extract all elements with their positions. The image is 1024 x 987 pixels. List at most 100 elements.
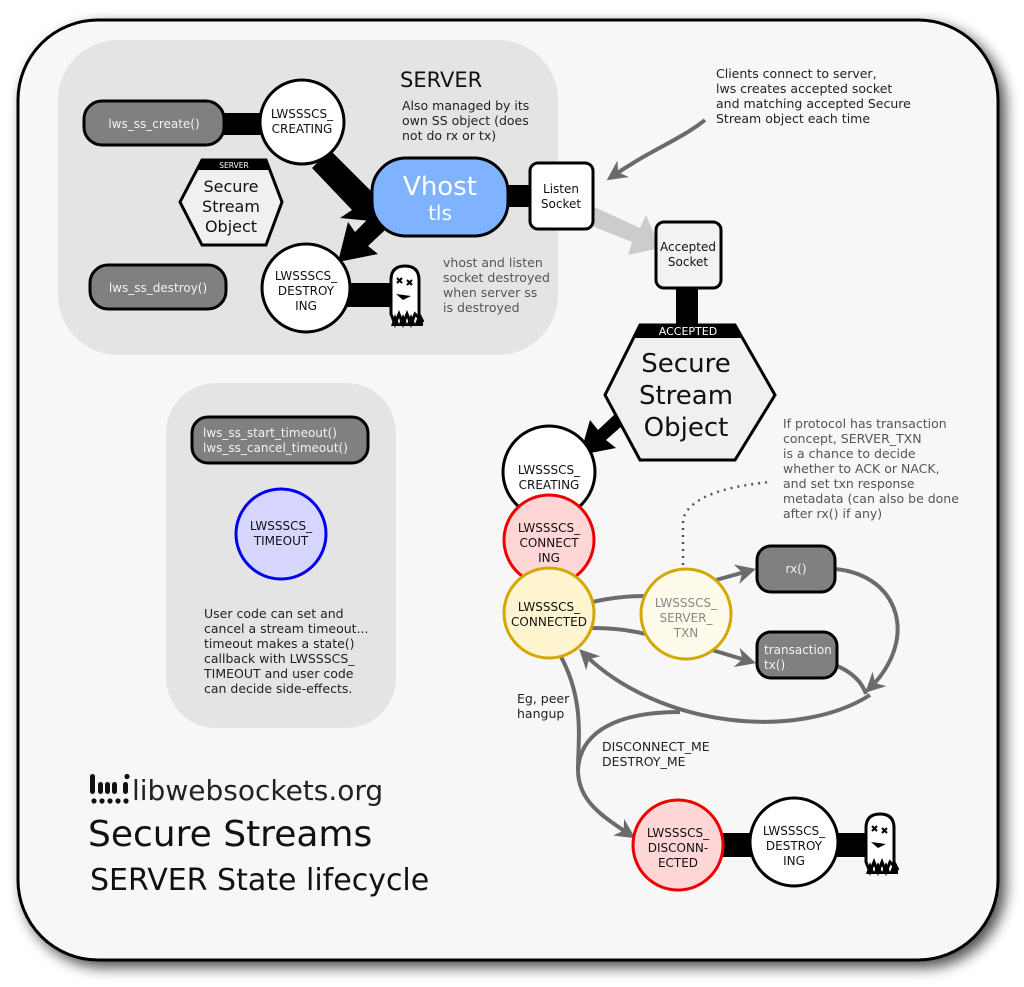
server-txn-state: LWSSSCS_ SERVER_ TXN [639,567,733,661]
diagram-subtitle: SERVER State lifecycle [90,863,429,898]
accepted-creating-state: LWSSSCS_ CREATING [501,424,597,520]
svg-text:socket destroyed: socket destroyed [443,270,550,285]
connecting-state: LWSSSCS_ CONNECT ING [502,493,596,587]
lws-ss-create-label: lws_ss_create() [108,117,199,131]
svg-text:LWSSSCS_: LWSSSCS_ [518,521,581,535]
svg-text:Socket: Socket [668,255,708,269]
svg-text:Secure: Secure [203,177,258,196]
brand-text: libwebsockets.org [132,774,383,807]
lws-ss-create-button[interactable] [82,99,226,147]
listen-to-accepted-arrow [582,205,660,255]
svg-text:and set txn response: and set txn response [783,476,915,491]
vhost-node[interactable]: Vhost tls [370,156,510,238]
svg-text:lws creates accepted socket: lws creates accepted socket [716,81,892,96]
tx-return-line [834,663,868,695]
timeout-note: User code can set and [204,606,344,621]
svg-text:when server ss: when server ss [443,285,537,300]
svg-text:DESTROY_ME: DESTROY_ME [602,754,686,769]
clients-arrow [606,118,707,181]
svg-text:tx(): tx() [764,658,785,672]
create-connector [220,113,270,135]
disconnect-note: DISCONNECT_ME [602,739,710,754]
connected-to-txn-line [591,594,646,604]
txn-to-rx-arrow [715,564,756,584]
svg-text:TIMEOUT and user code: TIMEOUT and user code [203,666,354,681]
rx-callback-button[interactable] [755,544,837,594]
svg-text:LWSSSCS_: LWSSSCS_ [655,596,718,610]
svg-text:whether to ACK or NACK,: whether to ACK or NACK, [783,461,940,476]
timeout-funcs-button[interactable] [190,415,370,465]
svg-text:Listen: Listen [543,182,579,196]
cancel-timeout-label: lws_ss_cancel_timeout() [203,441,348,455]
svg-text:ING: ING [783,854,805,868]
svg-text:own SS object (does: own SS object (does [402,113,529,128]
svg-text:tls: tls [428,201,452,225]
svg-text:LWSSSCS_: LWSSSCS_ [518,463,581,477]
accepted-socket-node[interactable]: Accepted Socket [654,220,723,290]
lws-ss-destroy-button[interactable] [88,263,228,311]
svg-text:LWSSSCS_: LWSSSCS_ [275,269,338,283]
accepted-connector [676,285,698,327]
creating-to-vhost-arrow [312,150,382,222]
rx-return-arrow [834,567,900,693]
clients-note: Clients connect to server, [716,66,877,81]
svg-text:is a chance to decide: is a chance to decide [783,446,916,461]
tx-label: transaction [764,643,832,657]
accepted-tag: ACCEPTED [659,325,717,338]
svg-text:LWSSSCS_: LWSSSCS_ [763,824,826,838]
svg-text:DESTROY: DESTROY [278,284,335,298]
start-timeout-label: lws_ss_start_timeout() [203,426,337,440]
svg-text:TXN: TXN [673,626,699,640]
svg-text:Object: Object [205,217,257,236]
disconnect-branch-line [576,710,681,771]
libwebsockets-logo-icon [90,773,130,804]
return-to-connected-arrow [579,649,872,724]
server-heading: SERVER [400,68,482,92]
svg-text:timeout makes a state(): timeout makes a state() [204,636,355,651]
diagram-title: Secure Streams [88,814,372,855]
svg-text:can decide side-effects.: can decide side-effects. [204,681,352,696]
svg-text:CREATING: CREATING [519,478,580,492]
destroy-note: vhost and listen [443,255,543,270]
connected-to-txn-line-2 [591,626,646,636]
accepted-destroying-state: LWSSSCS_ DESTROY ING [748,796,840,888]
server-ss-object: SERVER Secure Stream Object [178,158,284,247]
svg-text:concept, SERVER_TXN: concept, SERVER_TXN [783,431,922,446]
svg-text:LWSSSCS_: LWSSSCS_ [518,600,581,614]
svg-text:Stream: Stream [202,197,260,216]
svg-text:CONNECT: CONNECT [519,536,579,550]
svg-text:cancel a stream timeout...: cancel a stream timeout... [204,621,369,636]
svg-text:and matching accepted Secure: and matching accepted Secure [716,96,911,111]
svg-text:DESTROY: DESTROY [766,839,823,853]
hangup-note: Eg, peer [517,691,570,706]
svg-text:Vhost: Vhost [403,172,477,202]
svg-text:DISCONN-: DISCONN- [648,841,709,855]
connected-state: LWSSSCS_ CONNECTED [502,566,596,660]
svg-text:CREATING: CREATING [272,122,333,136]
svg-text:Stream: Stream [639,381,733,411]
svg-text:after rx() if any): after rx() if any) [783,506,882,521]
server-tag: SERVER [219,161,248,170]
svg-text:LWSSSCS_: LWSSSCS_ [271,107,334,121]
svg-text:Accepted: Accepted [660,240,716,254]
tx-callback-button[interactable] [755,630,839,680]
accepted-ss-object: ACCEPTED Secure Stream Object [603,323,777,462]
listen-socket-node[interactable]: Listen Socket [528,161,595,231]
svg-text:Stream object each time: Stream object each time [716,111,870,126]
svg-text:metadata (can also be done: metadata (can also be done [783,491,959,506]
svg-text:not do rx or tx): not do rx or tx) [402,128,496,143]
svg-text:ING: ING [538,551,560,565]
svg-text:Socket: Socket [541,197,581,211]
svg-text:Object: Object [644,413,729,443]
svg-text:is destroyed: is destroyed [443,300,520,315]
txn-note-dotted-leader [681,480,771,565]
server-destroying-state: LWSSSCS_ DESTROY ING [260,242,352,334]
vhost-listen-connector [505,185,535,207]
timeout-state: LWSSSCS_ TIMEOUT [234,487,328,581]
txn-note: If protocol has transaction [783,416,947,431]
svg-text:ING: ING [295,299,317,313]
rx-label: rx() [785,562,806,576]
svg-text:Secure: Secure [641,349,730,379]
svg-text:CONNECTED: CONNECTED [511,615,587,629]
